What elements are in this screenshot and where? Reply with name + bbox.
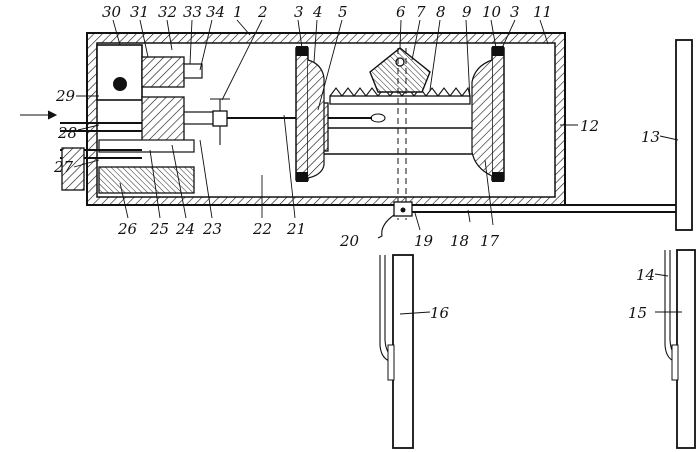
label-25: 25 [149,220,169,238]
label-27: 27 [53,158,74,176]
label-17: 17 [480,232,500,250]
assembly-16 [379,254,414,449]
label-3a: 3 [294,3,304,21]
label-21: 21 [286,220,306,238]
label-22: 22 [252,220,272,238]
piston-right [471,46,505,182]
valve-block [96,44,230,194]
valve-ball [113,77,127,91]
label-31: 31 [130,3,149,21]
label-26: 26 [117,220,138,238]
label-29: 29 [55,87,76,105]
label-11: 11 [533,3,552,21]
inlet-pipes [20,110,142,191]
label-2: 2 [257,3,268,21]
label-14: 14 [636,266,655,284]
label-20: 20 [339,232,360,250]
label-6: 6 [396,3,406,21]
linkage-rod [377,201,687,239]
label-4: 4 [312,3,323,21]
label-28: 28 [57,124,77,142]
label-32: 32 [158,3,177,21]
rack-and-pinion [329,47,471,220]
assembly-14-15 [664,249,696,449]
label-5: 5 [338,3,348,21]
label-13: 13 [641,128,660,146]
label-9: 9 [462,3,472,21]
leader-lines [73,19,682,315]
label-33: 33 [183,3,202,21]
label-15: 15 [628,304,647,322]
label-30: 30 [102,3,122,21]
lever-13 [675,39,693,231]
label-23: 23 [202,220,222,238]
label-3b: 3 [510,3,520,21]
label-8: 8 [436,3,446,21]
label-34: 34 [206,3,225,21]
label-7: 7 [416,3,426,21]
label-18: 18 [450,232,469,250]
label-10: 10 [482,3,502,21]
label-19: 19 [414,232,434,250]
label-12: 12 [580,117,599,135]
label-16: 16 [430,304,450,322]
label-1: 1 [233,3,243,21]
label-24: 24 [175,220,195,238]
